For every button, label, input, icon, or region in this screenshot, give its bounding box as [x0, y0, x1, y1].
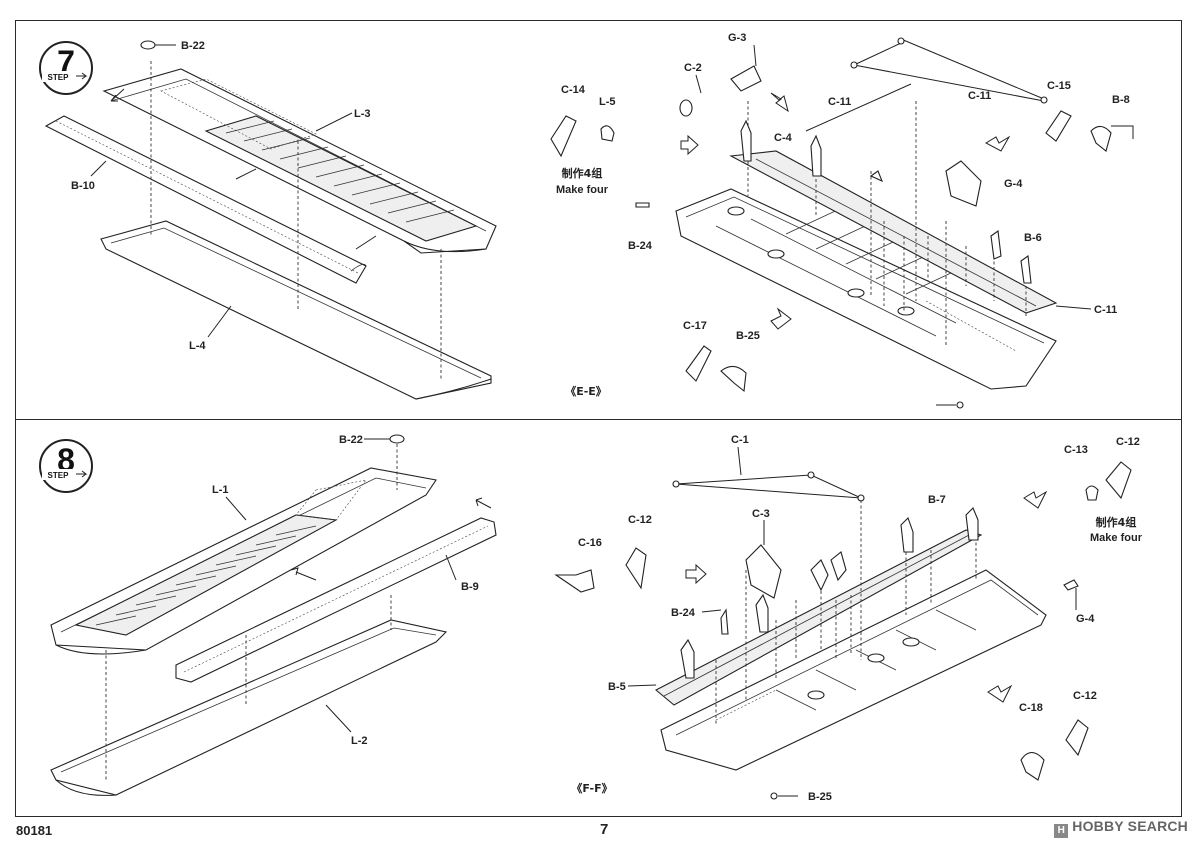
- part-label: C-12: [1073, 690, 1097, 702]
- part-label: L-5: [599, 96, 616, 108]
- part-label: C-12: [628, 514, 652, 526]
- part-label: B-9: [461, 581, 479, 593]
- note-cn: 制作4组: [1096, 515, 1137, 529]
- part-label: G-4: [1076, 613, 1095, 625]
- part-label: C-1: [731, 434, 749, 446]
- step-8-right-assembly: [554, 461, 1132, 800]
- part-label: B-24: [628, 240, 653, 252]
- step-7-panel: 7 STEP B-22 L-3 B-10 L-4: [15, 20, 1182, 420]
- step-8-diagram: 8 STEP B-22 L-1 B-9 L-2: [39, 434, 1143, 803]
- note-en: Make four: [556, 184, 609, 196]
- kit-number: 80181: [16, 823, 53, 838]
- part-label: C-18: [1019, 702, 1043, 714]
- part-label: B-7: [928, 494, 946, 506]
- step-7-diagram: 7 STEP B-22 L-3 B-10 L-4: [39, 32, 1134, 409]
- part-label: C-13: [1064, 444, 1088, 456]
- part-label: B-10: [71, 180, 95, 192]
- part-label: C-12: [1116, 436, 1140, 448]
- part-label: B-5: [608, 681, 626, 693]
- part-label: C-11: [828, 96, 851, 108]
- part-label: C-3: [752, 508, 770, 520]
- part-label: C-11: [968, 90, 991, 102]
- part-label: L-3: [354, 108, 371, 120]
- leading-edge-b9: [175, 517, 497, 683]
- part-label: G-3: [728, 32, 746, 44]
- step-word: STEP: [48, 73, 70, 82]
- part-label: L-1: [212, 484, 229, 496]
- step-8-panel: 8 STEP B-22 L-1 B-9 L-2: [15, 419, 1182, 817]
- wing-lower-panel-l4: [100, 220, 492, 400]
- part-label: B-25: [736, 330, 760, 342]
- part-label: C-4: [774, 132, 793, 144]
- part-label: C-14: [561, 84, 586, 96]
- watermark-text: HOBBY SEARCH: [1072, 818, 1188, 834]
- part-label: C-11: [1094, 304, 1117, 316]
- part-label: B-8: [1112, 94, 1130, 106]
- step-7-right-assembly: [550, 37, 1134, 409]
- step-7-badge: 7 STEP: [39, 41, 93, 95]
- wing-upper-panel-l1: [50, 467, 437, 655]
- view-label: 《E-E》: [565, 385, 607, 398]
- part-label: L-2: [351, 735, 368, 747]
- part-label: B-22: [339, 434, 363, 446]
- part-label: B-25: [808, 791, 832, 803]
- part-label: B-6: [1024, 232, 1042, 244]
- view-label: 《F-F》: [571, 782, 612, 795]
- part-label: C-16: [578, 537, 602, 549]
- note-en: Make four: [1090, 532, 1143, 544]
- step-7-left-guides: [110, 40, 442, 381]
- part-label: C-15: [1047, 80, 1071, 92]
- step-word: STEP: [48, 471, 70, 480]
- part-label: G-4: [1004, 178, 1023, 190]
- step-8-badge: 8 STEP: [39, 439, 93, 493]
- page-number: 7: [600, 821, 609, 838]
- part-label: C-2: [684, 62, 702, 74]
- step-8-left-guides: [105, 434, 492, 780]
- wing-upper-panel-l3: [102, 68, 497, 254]
- watermark-logo-icon: H: [1054, 824, 1069, 838]
- part-label: B-22: [181, 40, 205, 52]
- note-cn: 制作4组: [562, 166, 603, 180]
- part-label: B-24: [671, 607, 696, 619]
- part-label: C-17: [683, 320, 707, 332]
- part-label: L-4: [189, 340, 206, 352]
